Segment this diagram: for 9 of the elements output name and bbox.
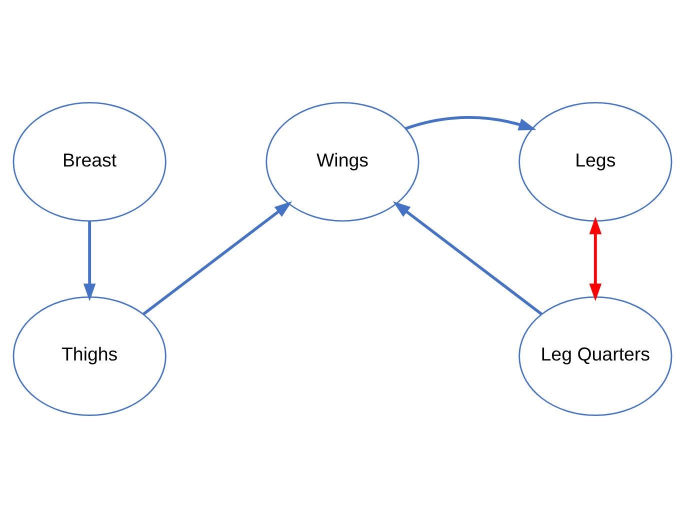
arrow bbox=[142, 200, 292, 315]
node-ellipse: Wings bbox=[266, 101, 420, 222]
node-ellipse: Breast bbox=[12, 101, 166, 222]
node-ellipse: Leg Quarters bbox=[518, 296, 672, 416]
arrow bbox=[83, 220, 96, 301]
node-ellipse: Thighs bbox=[12, 296, 166, 416]
arrow bbox=[405, 116, 536, 130]
arrow bbox=[589, 216, 602, 301]
arrow bbox=[392, 200, 542, 315]
